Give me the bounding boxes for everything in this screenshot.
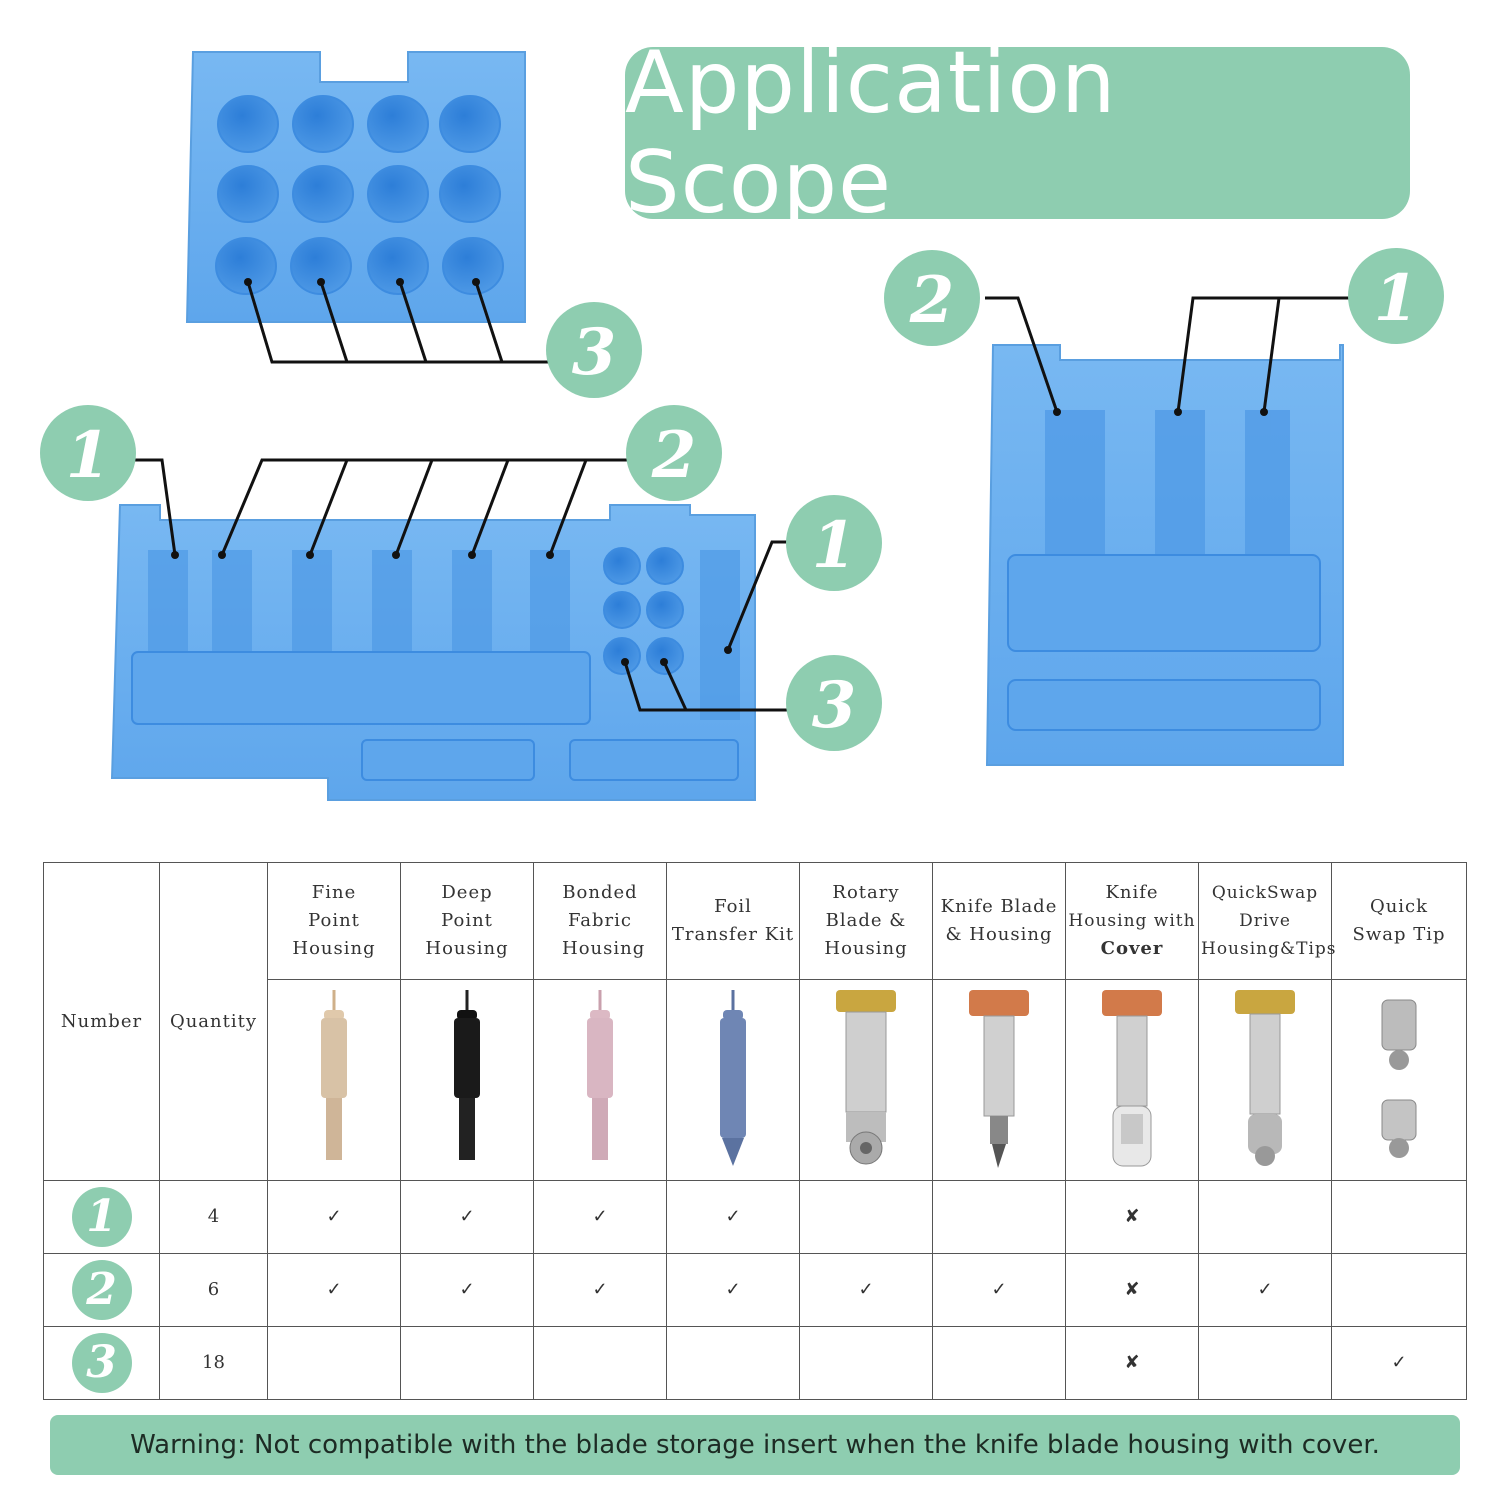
mark-cell: ✓ — [1331, 1326, 1467, 1400]
tool-header-fine-point: Fine Point Housing — [267, 862, 401, 980]
mark-cell: ✓ — [533, 1180, 667, 1254]
callout-badge-3-mid: 3 — [786, 655, 882, 751]
warning-text: Warning: Not compatible with the blade s… — [130, 1430, 1380, 1460]
table-row: 3 18 ✘ ✓ — [43, 1326, 1467, 1400]
mark-cell — [533, 1326, 667, 1400]
mark-cell — [932, 1180, 1066, 1254]
compatibility-table: Number Quantity Fine Point Housing Deep … — [43, 862, 1467, 1400]
tool-header-foil-transfer: Foil Transfer Kit — [666, 862, 800, 980]
row-number-badge: 2 — [43, 1253, 160, 1327]
title-banner: Application Scope — [625, 33, 1410, 233]
mark-cell: ✘ — [1065, 1253, 1199, 1327]
mark-cell: ✓ — [400, 1180, 534, 1254]
row-number-badge: 1 — [43, 1180, 160, 1254]
rotary-blade-housing-icon — [799, 979, 933, 1181]
mark-cell — [666, 1326, 800, 1400]
deep-point-housing-icon — [400, 979, 534, 1181]
large-blade-tray — [110, 458, 790, 801]
svg-text:1: 1 — [66, 418, 111, 493]
mark-cell — [1198, 1326, 1332, 1400]
callout-badge-2-left: 2 — [626, 405, 722, 501]
row-quantity: 6 — [159, 1253, 268, 1327]
callout-badge-1-mid: 1 — [786, 495, 882, 591]
callout-badge-2-right: 2 — [884, 250, 980, 346]
tool-header-quick-swap-tip: Quick Swap Tip — [1331, 862, 1467, 980]
number-header: Number — [43, 862, 160, 1181]
mark-cell: ✘ — [1065, 1180, 1199, 1254]
mark-cell — [1198, 1180, 1332, 1254]
three-slot-tray — [985, 296, 1350, 766]
callout-badge-3-top: 3 — [546, 302, 642, 398]
mark-cell — [799, 1180, 933, 1254]
svg-text:2: 2 — [651, 418, 697, 493]
mark-cell: ✘ — [1065, 1326, 1199, 1400]
svg-text:1: 1 — [1374, 261, 1419, 336]
mark-cell: ✓ — [932, 1253, 1066, 1327]
mark-cell: ✓ — [533, 1253, 667, 1327]
mark-cell: ✓ — [400, 1253, 534, 1327]
warning-banner: Warning: Not compatible with the blade s… — [50, 1415, 1460, 1475]
knife-blade-housing-icon — [932, 979, 1066, 1181]
foil-transfer-kit-icon — [666, 979, 800, 1181]
tool-header-knife-housing-cover: Knife Housing with Cover — [1065, 862, 1199, 980]
svg-text:3: 3 — [572, 315, 617, 390]
tray-illustration: 3 1 2 1 3 2 1 — [40, 51, 1444, 801]
fine-point-housing-icon — [267, 979, 401, 1181]
mark-cell — [932, 1326, 1066, 1400]
small-hole-tray — [185, 51, 548, 364]
svg-text:2: 2 — [909, 263, 955, 338]
quick-swap-tip-icon — [1331, 979, 1467, 1181]
svg-text:1: 1 — [812, 508, 857, 583]
callout-badge-1-left: 1 — [40, 405, 136, 501]
row-quantity: 18 — [159, 1326, 268, 1400]
quickswap-drive-housing-icon — [1198, 979, 1332, 1181]
mark-cell — [267, 1326, 401, 1400]
tool-header-quickswap-drive: QuickSwap Drive Housing&Tips — [1198, 862, 1336, 980]
tool-header-rotary-blade: Rotary Blade & Housing — [799, 862, 933, 980]
row-quantity: 4 — [159, 1180, 268, 1254]
callout-badge-1-right: 1 — [1348, 248, 1444, 344]
quantity-header: Quantity — [159, 862, 268, 1181]
mark-cell — [400, 1326, 534, 1400]
mark-cell: ✓ — [666, 1180, 800, 1254]
mark-cell: ✓ — [267, 1180, 401, 1254]
svg-text:3: 3 — [812, 668, 857, 743]
mark-cell — [799, 1326, 933, 1400]
tool-header-deep-point: Deep Point Housing — [400, 862, 534, 980]
mark-cell — [1331, 1253, 1467, 1327]
mark-cell: ✓ — [799, 1253, 933, 1327]
knife-housing-with-cover-icon — [1065, 979, 1199, 1181]
mark-cell: ✓ — [1198, 1253, 1332, 1327]
page-title: Application Scope — [625, 33, 1117, 233]
table-row: 1 4 ✓ ✓ ✓ ✓ ✘ — [43, 1180, 1467, 1254]
bonded-fabric-housing-icon — [533, 979, 667, 1181]
tool-header-bonded-fabric: Bonded Fabric Housing — [533, 862, 667, 980]
mark-cell — [1331, 1180, 1467, 1254]
mark-cell: ✓ — [666, 1253, 800, 1327]
table-row: 2 6 ✓ ✓ ✓ ✓ ✓ ✓ ✘ ✓ — [43, 1253, 1467, 1327]
row-number-badge: 3 — [43, 1326, 160, 1400]
tool-header-knife-blade: Knife Blade & Housing — [932, 862, 1066, 980]
mark-cell: ✓ — [267, 1253, 401, 1327]
